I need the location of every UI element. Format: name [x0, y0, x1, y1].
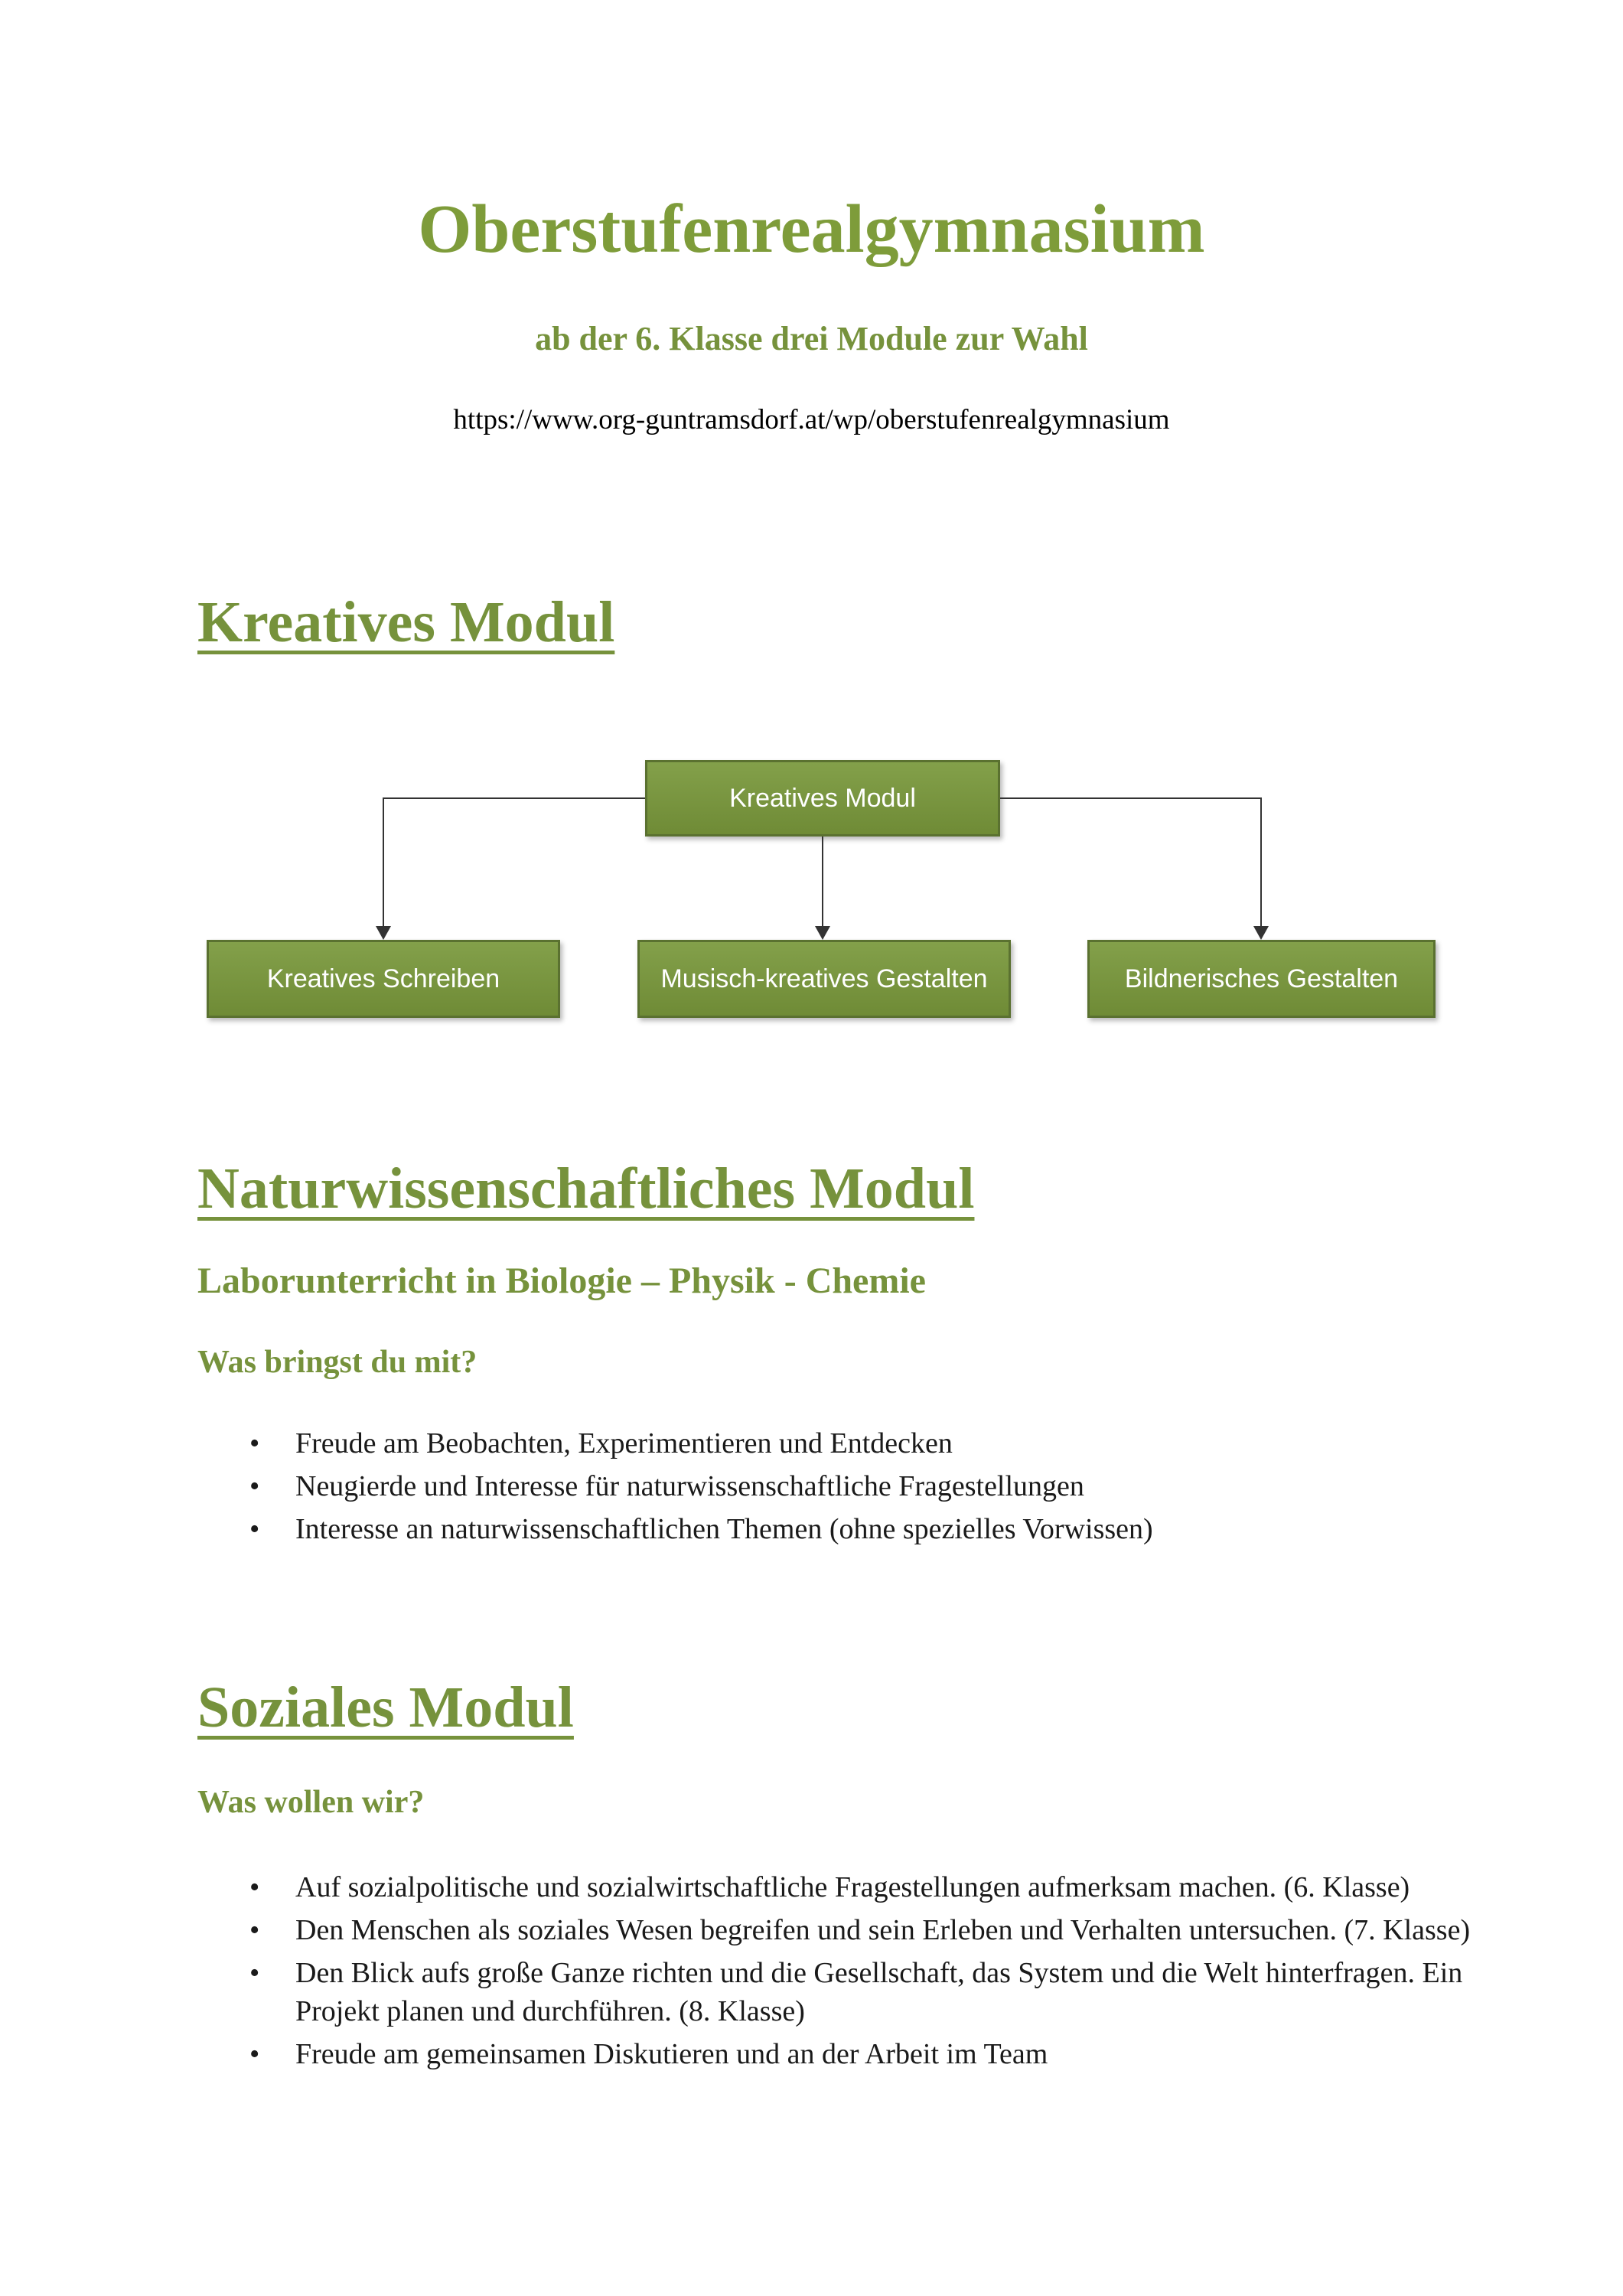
connector-line-right-vertical [1260, 797, 1262, 928]
diagram-node-musisch-kreatives-gestalten: Musisch-kreatives Gestalten [637, 940, 1011, 1019]
diagram-node-kreatives-schreiben: Kreatives Schreiben [207, 940, 560, 1019]
section-heading-kreatives: Kreatives Modul [197, 590, 615, 655]
question-was-bringst-du-mit: Was bringst du mit? [197, 1345, 477, 1381]
list-item: Den Blick aufs große Ganze richten und d… [197, 1954, 1491, 2030]
section-heading-naturwissenschaftliches: Naturwissenschaftliches Modul [197, 1156, 975, 1221]
list-item: Freude am Beobachten, Experimentieren un… [197, 1424, 1491, 1463]
arrow-down-icon [815, 926, 830, 941]
page-url: https://www.org-guntramsdorf.at/wp/obers… [453, 404, 1170, 436]
diagram-root-node: Kreatives Modul [645, 760, 1000, 837]
section-heading-soziales: Soziales Modul [197, 1675, 574, 1740]
document-header: Oberstufenrealgymnasium ab der 6. Klasse… [0, 0, 1623, 436]
page-title: Oberstufenrealgymnasium [418, 191, 1205, 267]
arrow-down-icon [376, 926, 391, 941]
connector-line-left-horizontal [383, 797, 645, 800]
diagram-node-bildnerisches-gestalten: Bildnerisches Gestalten [1087, 940, 1436, 1019]
kreatives-modul-diagram: Kreatives Modul Kreatives Schreiben Musi… [0, 760, 1623, 1019]
arrow-down-icon [1253, 926, 1269, 941]
section-subheading-laborunterricht: Laborunterricht in Biologie – Physik - C… [197, 1260, 926, 1301]
question-was-wollen-wir: Was wollen wir? [197, 1784, 425, 1820]
connector-line-right-horizontal [1000, 797, 1261, 800]
list-item: Den Menschen als soziales Wesen begreife… [197, 1911, 1491, 1949]
list-item: Interesse an naturwissenschaftlichen The… [197, 1510, 1491, 1548]
connector-line-left-vertical [383, 797, 384, 928]
list-item: Neugierde und Interesse für naturwissens… [197, 1467, 1491, 1505]
page-subtitle: ab der 6. Klasse drei Module zur Wahl [535, 320, 1088, 357]
connector-line-middle-vertical [822, 837, 823, 928]
soziales-bullet-list: Auf sozialpolitische und sozialwirtschaf… [197, 1868, 1491, 2073]
naturwissenschaftliches-bullet-list: Freude am Beobachten, Experimentieren un… [197, 1424, 1491, 1548]
list-item: Auf sozialpolitische und sozialwirtschaf… [197, 1868, 1491, 1906]
list-item: Freude am gemeinsamen Diskutieren und an… [197, 2035, 1491, 2073]
